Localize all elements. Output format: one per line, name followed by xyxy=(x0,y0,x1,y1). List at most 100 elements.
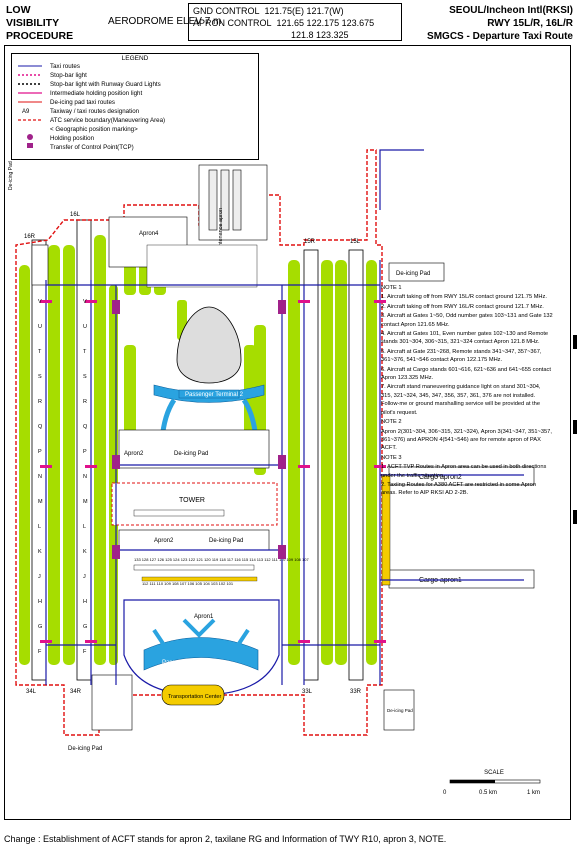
apron2-label-b: Apron2 xyxy=(154,538,174,544)
taxiway-label: S xyxy=(38,374,42,380)
tower-area xyxy=(111,482,278,526)
taxiway-label: G xyxy=(38,624,42,630)
note1-item: 3. Aircraft at Gates 1~50, Odd number ga… xyxy=(381,313,553,328)
terminal-2-label: Passenger Terminal 2 xyxy=(185,392,244,398)
aerodrome-map[interactable]: Maintenance apron Apron4 Passenger Termi… xyxy=(4,45,571,820)
transportation-center-label: Transportation Center xyxy=(168,694,221,700)
tower-label: TOWER xyxy=(179,497,205,504)
procedure-title: LOW VISIBILITY PROCEDURE xyxy=(6,4,90,43)
legend-item: Taxiway / taxi routes designation xyxy=(50,108,140,115)
atc-boundary xyxy=(15,149,383,736)
apron4-label: Apron4 xyxy=(139,231,159,237)
runway-34r-label: 34R xyxy=(70,689,82,695)
taxiway-label: U xyxy=(83,324,87,330)
runway-labels: 16R 16L 15R 15L 34L 34R 33L 33R xyxy=(24,212,362,695)
taxiway-label: L xyxy=(83,524,86,530)
taxiway-label: M xyxy=(38,499,43,505)
north-stands xyxy=(146,244,258,288)
apron2-south-area xyxy=(118,529,270,551)
runway-16l-label: 16L xyxy=(70,212,81,218)
page-edge-mark xyxy=(573,510,577,524)
runway-33r-label: 33R xyxy=(350,689,362,695)
taxiway-label: U xyxy=(38,324,42,330)
taxiway-label: Q xyxy=(38,424,43,430)
taxiway-label: Q xyxy=(83,424,88,430)
taxiway-label: J xyxy=(83,574,86,580)
map-frame xyxy=(4,45,571,820)
maintenance-apron xyxy=(198,164,268,241)
runway-33l-label: 33L xyxy=(302,689,313,695)
note3-title: NOTE 3 xyxy=(381,454,402,461)
note1-item: 6. Aircraft at Cargo stands 601~616, 621… xyxy=(381,366,551,382)
chart-subtitle: SMGCS - Departure Taxi Route xyxy=(427,31,573,42)
legend: LEGEND A9 Taxi routes Stop-bar light Sto… xyxy=(11,53,259,160)
scale-label: 0 xyxy=(443,790,447,796)
deicing-apron-label-2: De-icing Pad xyxy=(209,538,243,544)
taxiway-label: H xyxy=(83,599,87,605)
note1-item: 1. Aircraft taking off from RWY 15L/R co… xyxy=(381,294,547,301)
cargo-apron2-label: Cargo apron2 xyxy=(419,474,462,481)
scale-label: 1 km xyxy=(527,790,541,796)
note2-text: Apron 2(301~304, 306~315, 321~324), Apro… xyxy=(381,428,552,452)
runway-15l-label: 15L xyxy=(350,239,361,245)
taxiway-label: S xyxy=(83,374,87,380)
note2-title: NOTE 2 xyxy=(381,419,402,426)
apron-label: APRON CONTROL xyxy=(193,18,272,28)
scale-bar xyxy=(449,779,541,784)
scale: SCALE 0 0.5 km 1 km xyxy=(443,770,545,810)
procedure-line: LOW xyxy=(6,4,31,16)
airport-title: SEOUL/Incheon Intl(RKSI) xyxy=(449,5,573,16)
apron2-north-area xyxy=(118,429,270,469)
taxiway-label: M xyxy=(83,499,88,505)
frequency-box: GND CONTROL 121.75(E) 121.7(W) APRON CON… xyxy=(188,3,402,41)
legend-title: LEGEND xyxy=(121,55,149,62)
notes-panel: NOTE 1 1. Aircraft taking off from RWY 1… xyxy=(381,284,553,499)
taxi-routes[interactable] xyxy=(45,149,524,685)
taxiway-label: K xyxy=(38,549,42,555)
stand-row-2: 112 111 110 109 108 107 106 105 104 103 … xyxy=(142,581,234,586)
legend-item: Stop-bar light with Runway Guard Lights xyxy=(50,81,161,88)
legend-item: ATC service boundary(Maneuvering Area) xyxy=(50,117,166,124)
taxiway-label: P xyxy=(38,449,42,455)
deicing-apron-label: De-icing Pad xyxy=(174,451,208,457)
page-edge-mark xyxy=(573,420,577,434)
taxiway-label: V xyxy=(38,299,42,305)
legend-symbols: A9 xyxy=(18,65,42,148)
transportation-center xyxy=(161,684,225,706)
taxiway-label: G xyxy=(83,624,87,630)
apron2-label-a: Apron2 xyxy=(124,451,144,457)
scale-label: 0.5 km xyxy=(479,790,498,796)
note1-item: 7. Aircraft stand maneuvering guidance l… xyxy=(381,384,541,416)
deicing-pad-ne-label: De-icing Pad xyxy=(396,271,430,277)
gnd-label: GND CONTROL xyxy=(193,6,260,16)
taxiway-label: K xyxy=(83,549,87,555)
legend-item: Taxi routes xyxy=(50,63,80,70)
taxiway-label: P xyxy=(83,449,87,455)
procedure-line: PROCEDURE xyxy=(6,30,74,42)
deicing-pad-se xyxy=(383,689,415,731)
legend-item: Stop-bar light xyxy=(50,72,87,79)
taxiway-label: J xyxy=(38,574,41,580)
taxiway-label: R xyxy=(38,399,42,405)
runway-34l-label: 34L xyxy=(26,689,37,695)
scale-title: SCALE xyxy=(484,770,504,776)
deicing-pad-se-label: De-icing Pad xyxy=(387,708,413,713)
taxiway-label: F xyxy=(38,649,42,655)
deicing-pad-sw-label: De-icing Pad xyxy=(68,746,102,752)
runway-title: RWY 15L/R, 16L/R xyxy=(487,18,573,29)
taxiway-label: H xyxy=(38,599,42,605)
stand-row-1: 133 128 127 126 125 124 123 122 121 120 … xyxy=(134,557,309,562)
note1-item: 5. Aircraft at Gate 231~268, Remote stan… xyxy=(381,348,542,364)
taxiway-label: N xyxy=(38,474,42,480)
tcp-markers xyxy=(112,300,286,559)
note1-item: 2. Aircraft taking off from RWY 16L/R co… xyxy=(381,303,544,310)
legend-item: Holding position xyxy=(50,135,95,142)
taxiway-label: L xyxy=(38,524,41,530)
chart-title: SEOUL/Incheon Intl(RKSI) RWY 15L/R, 16L/… xyxy=(413,4,573,43)
taxiway-label: N xyxy=(83,474,87,480)
change-note: Change : Establishment of ACFT stands fo… xyxy=(4,834,447,844)
deicing-pad-nw xyxy=(31,244,49,286)
runway-16r-34l xyxy=(31,239,47,681)
aerodrome-elevation: AERODROME ELEV 7 m xyxy=(108,16,222,27)
apron-value: 121.65 122.175 123.675 xyxy=(276,18,375,28)
